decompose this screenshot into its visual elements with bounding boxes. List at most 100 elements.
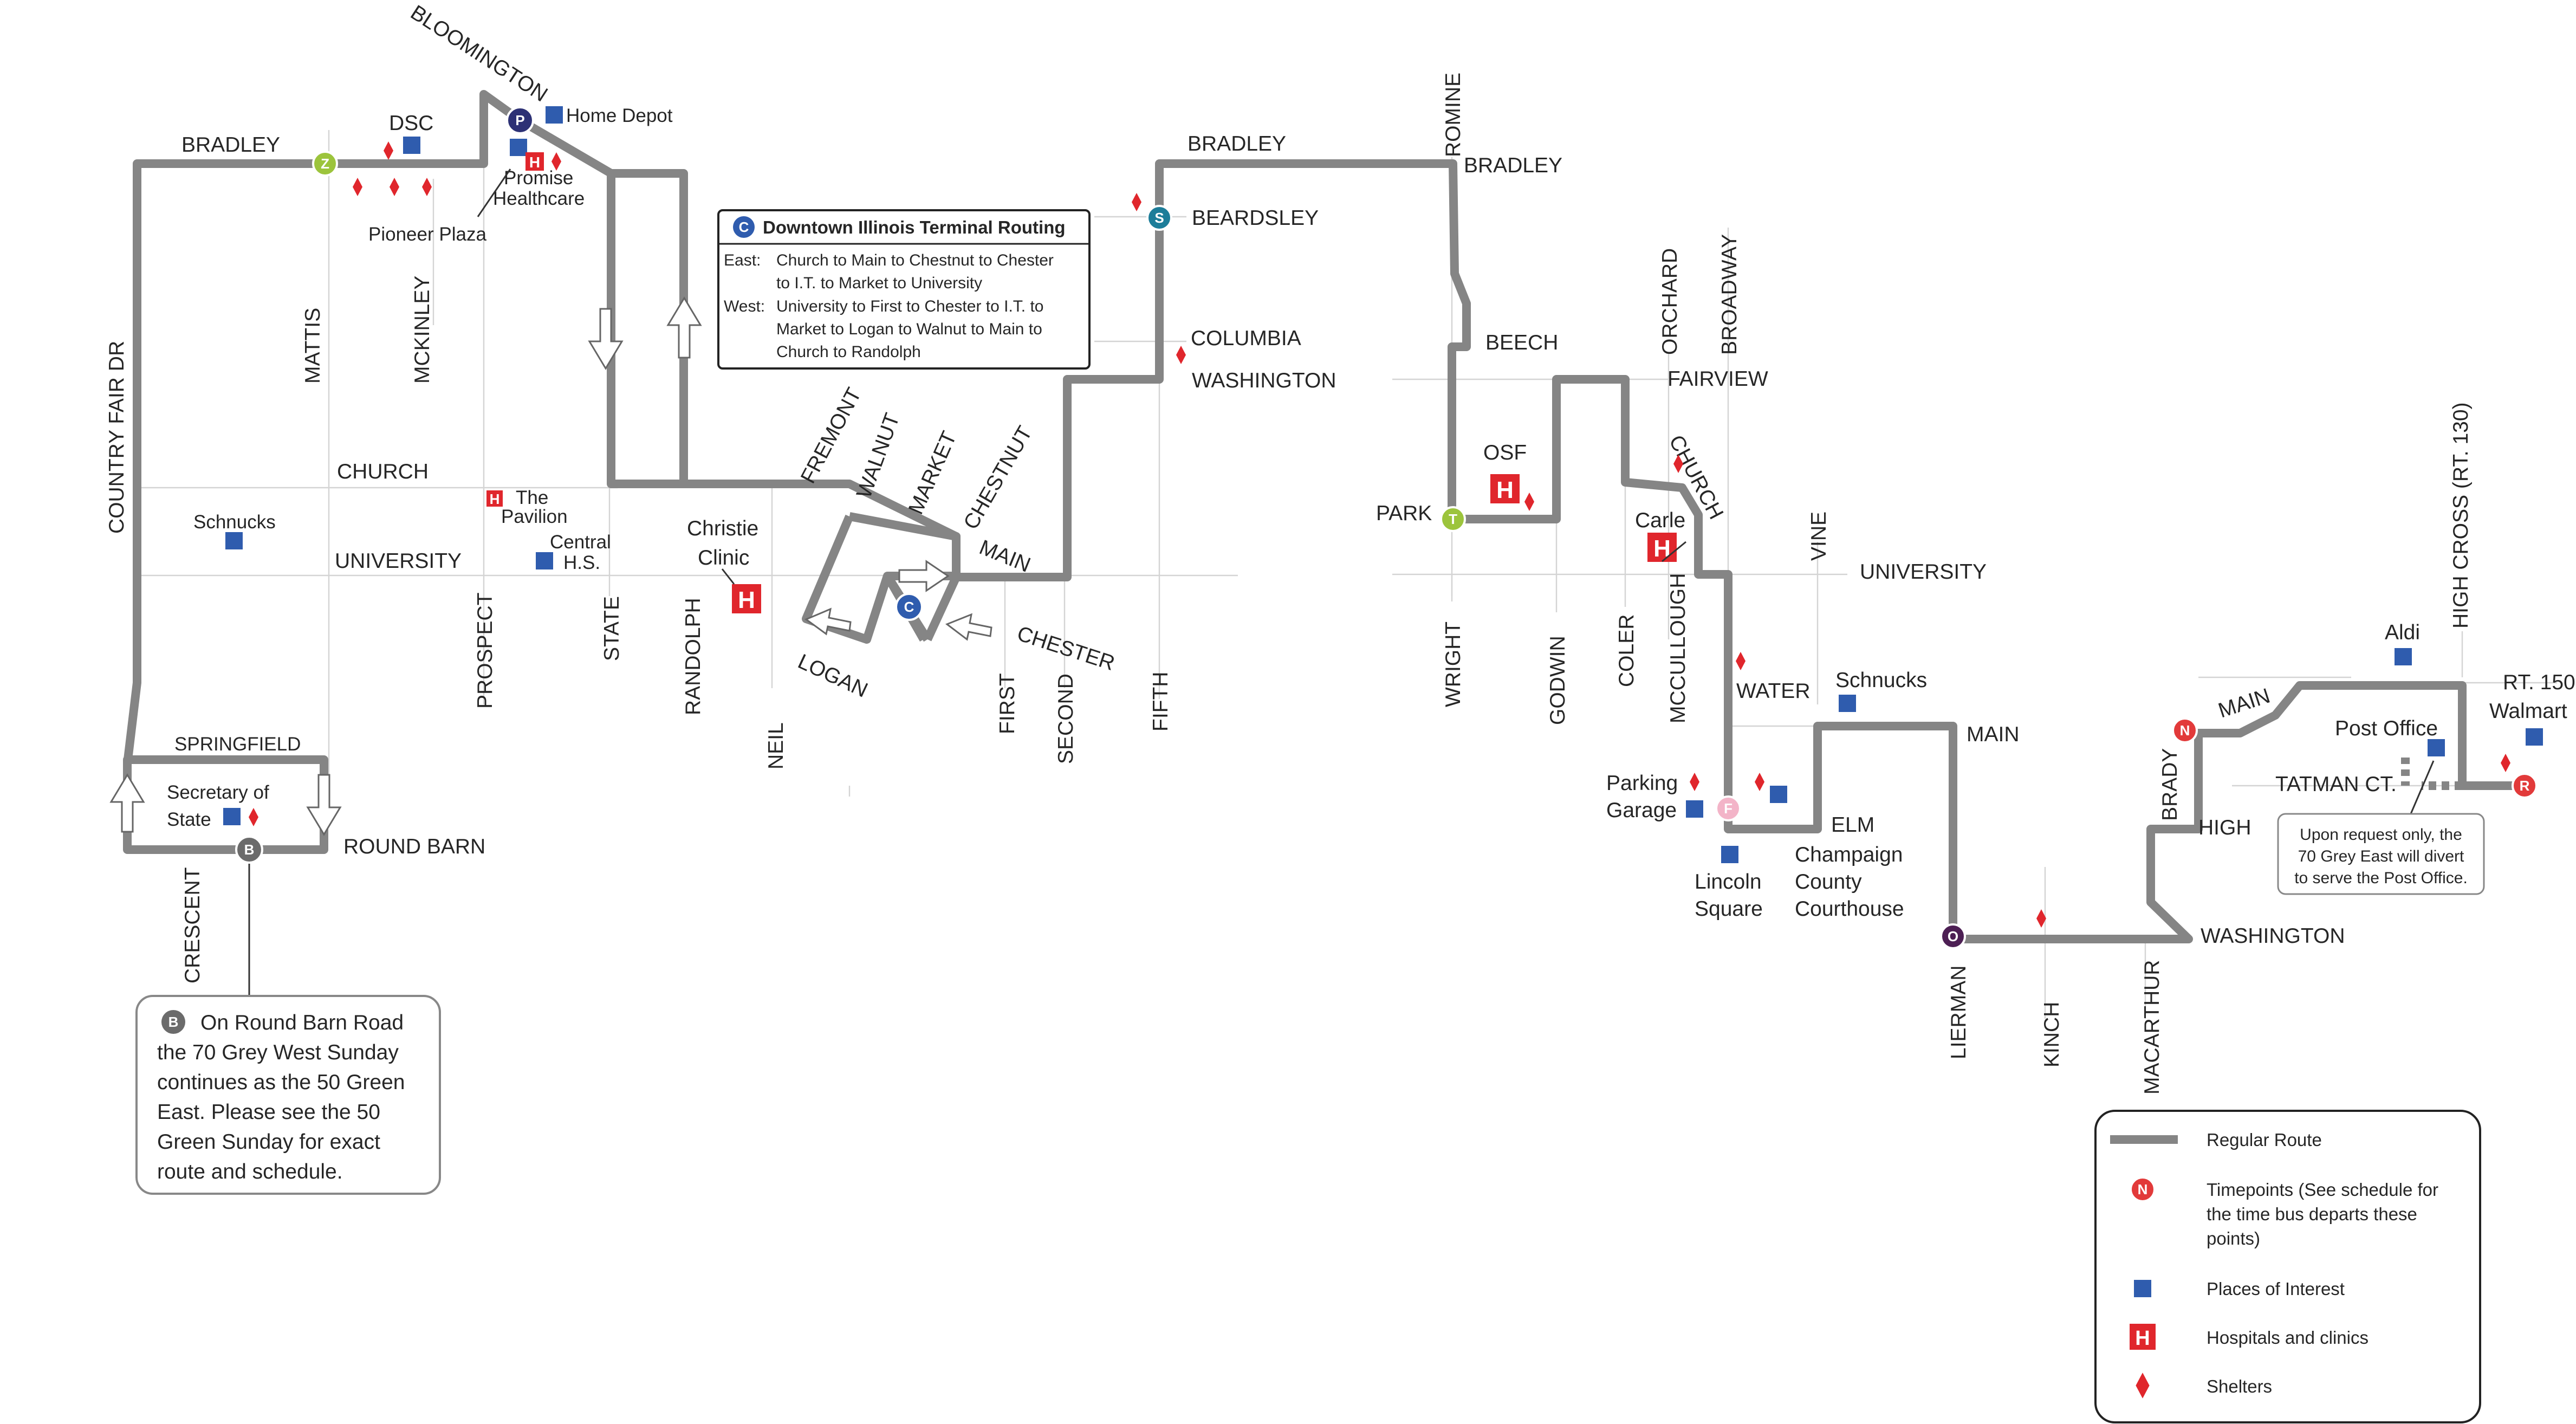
legend-timepoint-icon: N	[2130, 1176, 2156, 1202]
label-bloomington: BLOOMINGTON	[406, 1, 551, 106]
downtown-routing-box: C Downtown Illinois Terminal Routing Eas…	[717, 209, 1091, 370]
label-home-depot: Home Depot	[566, 105, 673, 126]
post-office-line2: 70 Grey East will divert	[2298, 847, 2464, 865]
label-walnut: WALNUT	[852, 410, 904, 501]
label-columbia: COLUMBIA	[1191, 327, 1301, 350]
label-fremont: FREMONT	[796, 384, 866, 487]
downtown-west-line1: University to First to Chester to I.T. t…	[776, 297, 1043, 315]
svg-text:R: R	[2520, 778, 2530, 794]
timepoint-b: B	[235, 836, 263, 864]
timepoint-f: F	[1715, 795, 1741, 821]
label-fairview: FAIRVIEW	[1667, 367, 1768, 391]
label-coler: COLER	[1615, 614, 1638, 687]
label-courthouse: Courthouse	[1795, 897, 1904, 921]
label-high: HIGH	[2198, 816, 2251, 839]
svg-text:O: O	[1948, 928, 1958, 944]
label-carle: Carle	[1635, 509, 1685, 532]
label-logan: LOGAN	[794, 650, 871, 702]
label-rt150: RT. 150	[2503, 671, 2575, 694]
round-barn-line2: the 70 Grey West Sunday	[157, 1041, 399, 1064]
label-orchard: ORCHARD	[1658, 248, 1682, 355]
downtown-badge: C	[739, 219, 749, 235]
hospitals: H H H H H	[486, 152, 1677, 613]
label-wright: WRIGHT	[1442, 622, 1465, 707]
poi-promise	[510, 139, 527, 156]
shelter-icon	[1524, 493, 1534, 511]
arrow-left-logan	[804, 607, 852, 636]
label-christie: Christie	[687, 517, 758, 540]
label-mckinley: MCKINLEY	[411, 276, 434, 384]
label-lincoln: Lincoln	[1695, 870, 1762, 894]
label-neil: NEIL	[764, 722, 788, 769]
label-broadway: BROADWAY	[1718, 234, 1741, 355]
label-round-barn: ROUND BARN	[343, 835, 485, 858]
svg-text:H: H	[490, 491, 500, 507]
label-mccullough: MCCULLOUGH	[1666, 573, 1690, 723]
timepoint-t: T	[1440, 506, 1466, 532]
label-aldi: Aldi	[2385, 621, 2420, 644]
label-healthcare: Healthcare	[493, 188, 585, 209]
label-washington-center: WASHINGTON	[1192, 369, 1336, 392]
label-springfield: SPRINGFIELD	[174, 734, 301, 755]
direction-arrows	[109, 296, 992, 836]
label-washington-east: WASHINGTON	[2201, 924, 2345, 948]
svg-text:H: H	[738, 587, 755, 613]
hospital-icon-osf: H	[1490, 474, 1520, 503]
label-pavilion: Pavilion	[501, 506, 568, 527]
downtown-west-label: West:	[724, 297, 765, 315]
downtown-west-line2: Market to Logan to Walnut to Main to	[776, 320, 1042, 338]
label-kinch: KINCH	[2040, 1002, 2064, 1067]
label-church-west: CHURCH	[337, 460, 429, 483]
legend-timepoints-line2: the time bus departs these	[2207, 1204, 2417, 1224]
label-mattis: MATTIS	[301, 308, 325, 384]
arrow-right-university	[898, 560, 950, 592]
route-west	[123, 90, 2525, 943]
svg-text:N: N	[2180, 722, 2190, 739]
label-beech: BEECH	[1485, 331, 1558, 354]
svg-text:H: H	[1653, 535, 1671, 562]
label-market: MARKET	[904, 428, 961, 518]
shelter-icon	[353, 178, 362, 196]
downtown-east-line2: to I.T. to Market to University	[776, 274, 982, 292]
poi-central-hs	[536, 552, 553, 569]
label-vine: VINE	[1807, 512, 1831, 561]
poi-schnucks-west	[225, 532, 243, 549]
arrow-left-chester	[945, 613, 992, 641]
timepoint-o: O	[1940, 923, 1966, 949]
label-university-east: UNIVERSITY	[1860, 560, 1987, 584]
legend-shelter-icon	[2136, 1373, 2150, 1399]
label-park: PARK	[1376, 502, 1432, 525]
label-brady: BRADY	[2158, 748, 2182, 821]
post-office-line1: Upon request only, the	[2300, 826, 2462, 844]
svg-text:B: B	[244, 842, 255, 858]
timepoints: Z P S C T F O N	[235, 106, 2538, 949]
timepoint-r: R	[2512, 773, 2538, 799]
downtown-west-line3: Church to Randolph	[776, 343, 921, 361]
poi-dsc	[403, 137, 420, 154]
svg-text:N: N	[2138, 1181, 2148, 1198]
shelter-icon	[1132, 193, 1141, 211]
label-secretary: Secretary of	[167, 782, 269, 803]
hospital-icon-pavilion: H	[486, 490, 503, 507]
svg-text:C: C	[904, 599, 914, 615]
label-county: County	[1795, 870, 1862, 894]
round-barn-line3: continues as the 50 Green	[157, 1071, 405, 1094]
poi-walmart	[2526, 728, 2543, 746]
poi-post-office	[2428, 739, 2445, 756]
poi-home-depot	[546, 106, 563, 124]
round-barn-line5: Green Sunday for exact	[157, 1130, 380, 1154]
label-romine: ROMINE	[1442, 73, 1465, 157]
label-central: Central	[550, 532, 611, 553]
shelter-icon	[384, 141, 393, 160]
shelter-icon	[1690, 773, 1699, 791]
label-parking: Parking	[1606, 772, 1678, 795]
arrow-up-randolph	[666, 296, 702, 359]
timepoint-z: Z	[312, 151, 338, 177]
label-schnucks-west: Schnucks	[193, 512, 276, 533]
svg-text:P: P	[515, 112, 524, 128]
round-barn-note: B On Round Barn Road the 70 Grey West Su…	[135, 995, 441, 1195]
route-randolph	[607, 173, 684, 488]
downtown-east-line1: Church to Main to Chestnut to Chester	[776, 251, 1054, 269]
label-university-west: UNIVERSITY	[335, 549, 462, 573]
